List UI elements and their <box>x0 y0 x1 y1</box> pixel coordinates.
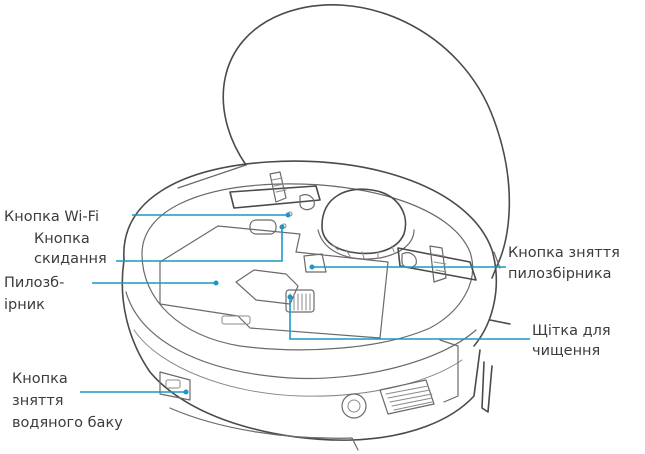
label-dustbin-release-line2: пилозбірника <box>508 266 612 282</box>
robot-bumper-lower <box>133 329 463 397</box>
label-brush-line1: Щітка для <box>532 323 611 339</box>
left-mount <box>229 171 321 211</box>
dustbin-panel <box>159 225 389 339</box>
callout-dustbin-dot <box>213 280 219 286</box>
callout-water-tank-dot <box>183 389 189 395</box>
front-grille <box>341 379 435 419</box>
front-frame <box>439 339 459 403</box>
robot-top-outline <box>123 160 498 347</box>
label-brush-line2: чищення <box>532 343 601 359</box>
callout-reset-dot <box>279 224 285 230</box>
dustbin-handle <box>235 269 299 305</box>
callout-brush <box>289 297 530 340</box>
label-dustbin-line1: Пилозб- <box>4 275 65 291</box>
label-water-tank-line1: Кнопка <box>12 371 68 387</box>
robot-base <box>169 407 359 451</box>
robot-body-outline <box>121 259 481 441</box>
label-water-tank-line3: водяного баку <box>12 415 123 431</box>
lidar-dome <box>317 188 415 260</box>
button-pad <box>249 219 277 235</box>
label-wifi-button: Кнопка Wi-Fi <box>4 209 99 225</box>
open-lid <box>222 4 511 279</box>
lid-hinge <box>177 164 501 269</box>
water-tank-release-button <box>159 371 191 401</box>
label-reset-button-line1: Кнопка <box>34 231 90 247</box>
callout-wifi-dot <box>285 212 291 218</box>
right-mount <box>397 245 477 283</box>
inner-top-ring <box>141 183 474 351</box>
label-dustbin-line2: ірник <box>4 297 45 313</box>
label-dustbin-release-line1: Кнопка зняття <box>508 245 620 261</box>
side-brush <box>481 319 511 413</box>
dustbin-release-button <box>303 253 327 273</box>
panel-slot <box>221 315 251 325</box>
robot-bumper <box>125 291 477 380</box>
label-reset-button-line2: скидання <box>34 251 107 267</box>
callout-reset <box>116 227 283 262</box>
callout-brush-dot <box>287 294 293 300</box>
callout-dustbin-release-dot <box>309 264 315 270</box>
label-water-tank-line2: зняття <box>12 393 64 409</box>
